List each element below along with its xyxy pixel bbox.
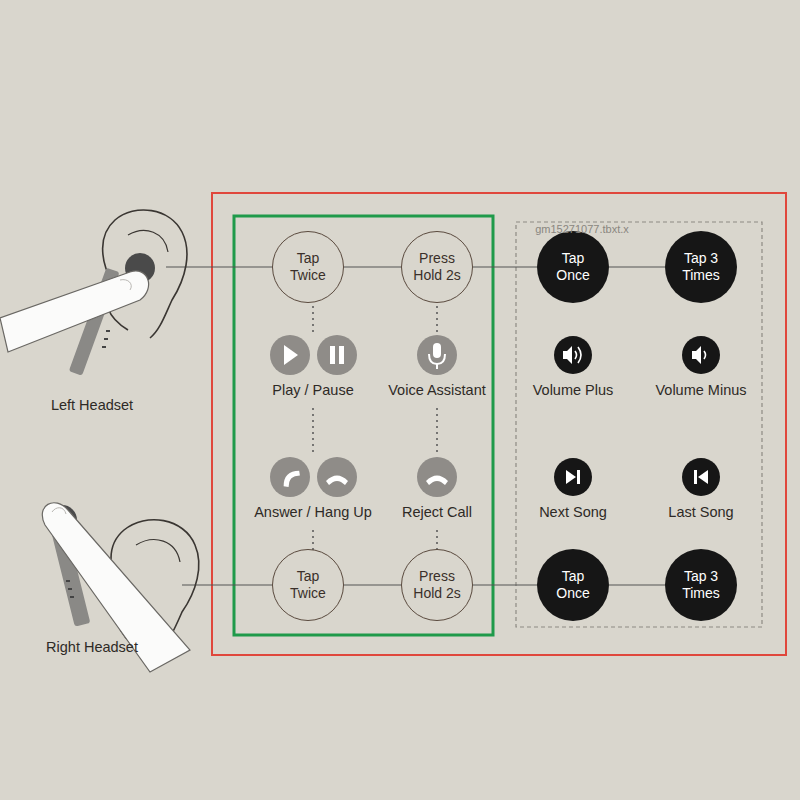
gesture-circle-dark: Tap 3 Times: [665, 231, 737, 303]
volume-minus-icon: [682, 336, 720, 374]
gesture-text: Tap 3 Times: [672, 568, 730, 602]
last-song-icon: [682, 458, 720, 496]
connector-line: [473, 584, 537, 585]
green-frame: [234, 216, 493, 635]
function-label: Volume Plus: [533, 382, 614, 398]
gesture-circle: Tap Twice: [272, 231, 344, 303]
gesture-circle: Press Hold 2s: [401, 549, 473, 621]
next-song-icon: [554, 458, 592, 496]
function-label: Last Song: [668, 504, 733, 520]
gesture-circle-dark: Tap Once: [537, 231, 609, 303]
part-label: Right Headset: [46, 639, 138, 655]
gesture-text: Tap Once: [544, 568, 602, 602]
function-label: Next Song: [539, 504, 607, 520]
gesture-text: Tap Once: [544, 250, 602, 284]
function-label: Answer / Hang Up: [254, 504, 372, 520]
left-ear-illustration: [0, 210, 187, 376]
mic-icon: [417, 335, 457, 375]
gesture-circle: Tap Twice: [272, 549, 344, 621]
connector-line: [344, 584, 401, 585]
connector-line: [344, 266, 401, 267]
connector-line: [609, 584, 665, 585]
connector-line: [609, 266, 665, 267]
gesture-text: Tap Twice: [279, 250, 337, 284]
hangup-icon: [317, 457, 357, 497]
gesture-text: Tap 3 Times: [672, 250, 730, 284]
function-label: Volume Minus: [655, 382, 746, 398]
pause-icon: [317, 335, 357, 375]
function-label: Voice Assistant: [388, 382, 486, 398]
play-icon: [270, 335, 310, 375]
gesture-circle: Press Hold 2s: [401, 231, 473, 303]
reject-icon: [417, 457, 457, 497]
gesture-text: Tap Twice: [279, 568, 337, 602]
outer-frame: [212, 193, 786, 655]
function-label: Play / Pause: [272, 382, 353, 398]
leader-line: [166, 266, 277, 267]
watermark: gm15271077.tbxt.x: [535, 223, 629, 235]
right-ear-illustration: [42, 503, 199, 672]
gesture-circle-dark: Tap 3 Times: [665, 549, 737, 621]
connector-line: [473, 266, 537, 267]
function-label: Reject Call: [402, 504, 472, 520]
dashed-frame: [516, 222, 762, 627]
answer-icon: [270, 457, 310, 497]
part-label: Left Headset: [51, 397, 133, 413]
gesture-circle-dark: Tap Once: [537, 549, 609, 621]
gesture-text: Press Hold 2s: [408, 250, 466, 284]
gesture-text: Press Hold 2s: [408, 568, 466, 602]
volume-plus-icon: [554, 336, 592, 374]
